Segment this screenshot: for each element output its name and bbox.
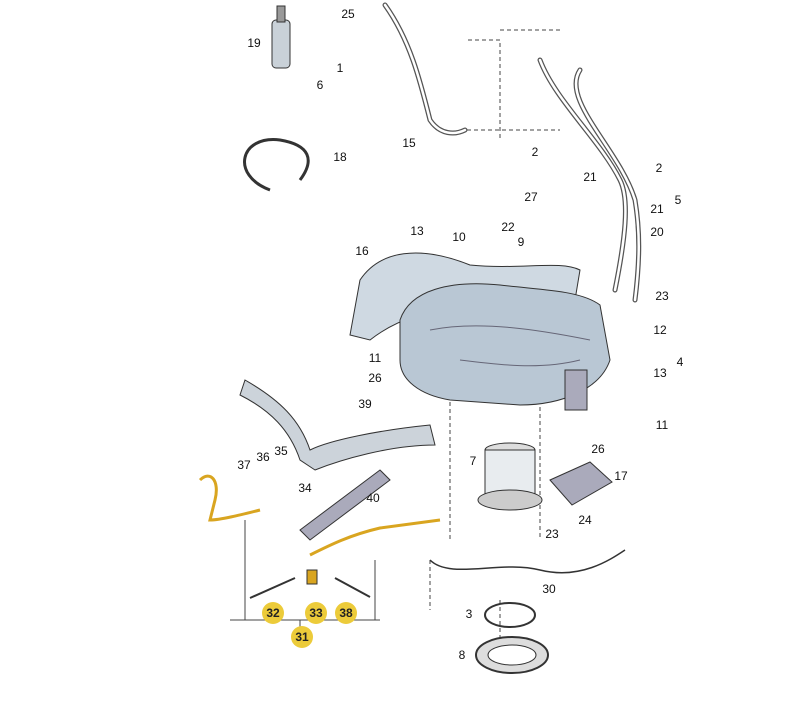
part-label-19: 19 [247, 36, 261, 50]
part-label-9: 9 [517, 235, 525, 249]
part-label-36: 36 [256, 450, 270, 464]
highlighted-part-label-31: 31 [291, 626, 313, 648]
part-label-15: 15 [402, 136, 416, 150]
part-label-12: 12 [653, 323, 667, 337]
part-label-22: 22 [501, 220, 515, 234]
part-label-11: 11 [368, 351, 382, 365]
part-label-18: 18 [333, 150, 347, 164]
part-label-26: 26 [368, 371, 382, 385]
part-label-25: 25 [341, 7, 355, 21]
part-label-20: 20 [650, 225, 664, 239]
part-label-23: 23 [655, 289, 669, 303]
part-label-21: 21 [650, 202, 664, 216]
part-label-40: 40 [366, 491, 380, 505]
part-label-7: 7 [469, 454, 477, 468]
part-label-13: 13 [410, 224, 424, 238]
part-label-30: 30 [542, 582, 556, 596]
highlighted-part-label-38: 38 [335, 602, 357, 624]
part-label-1: 1 [336, 61, 344, 75]
part-label-17: 17 [614, 469, 628, 483]
part-label-3: 3 [465, 607, 473, 621]
part-label-10: 10 [452, 230, 466, 244]
part-label-34: 34 [298, 481, 312, 495]
part-label-26: 26 [591, 442, 605, 456]
part-label-6: 6 [316, 78, 324, 92]
part-label-13: 13 [653, 366, 667, 380]
part-label-16: 16 [355, 244, 369, 258]
part-label-2: 2 [531, 145, 539, 159]
part-label-2: 2 [655, 161, 663, 175]
part-label-23: 23 [545, 527, 559, 541]
part-label-24: 24 [578, 513, 592, 527]
part-label-39: 39 [358, 397, 372, 411]
part-label-4: 4 [676, 355, 684, 369]
part-label-11: 11 [655, 418, 669, 432]
part-label-27: 27 [524, 190, 538, 204]
part-label-21: 21 [583, 170, 597, 184]
part-label-37: 37 [237, 458, 251, 472]
highlighted-part-label-32: 32 [262, 602, 284, 624]
part-label-5: 5 [674, 193, 682, 207]
part-label-35: 35 [274, 444, 288, 458]
highlighted-part-label-33: 33 [305, 602, 327, 624]
part-label-8: 8 [458, 648, 466, 662]
